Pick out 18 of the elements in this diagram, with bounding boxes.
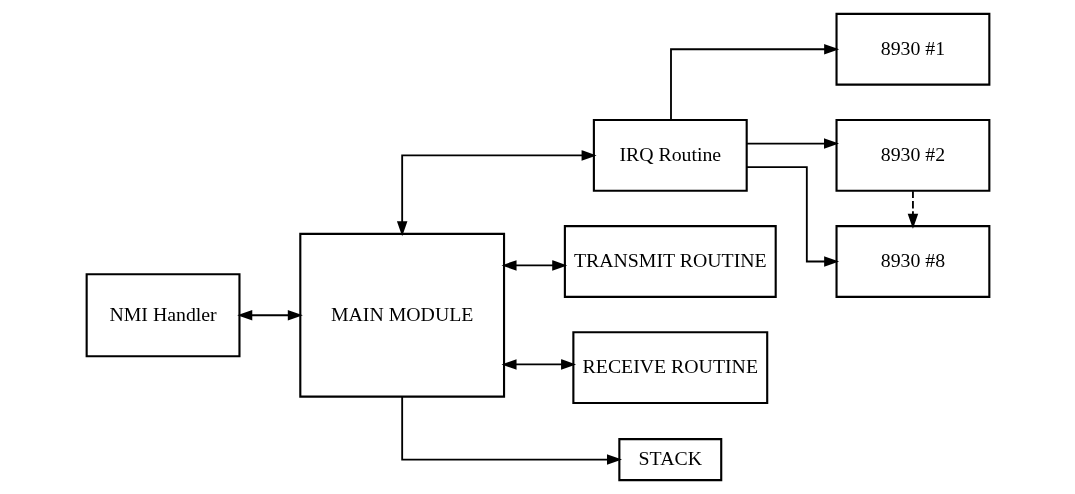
node-box: 8930 #1 (835, 12, 990, 86)
arrow (745, 166, 839, 267)
arrow (669, 44, 839, 121)
arrow (400, 395, 622, 465)
arrow (501, 260, 567, 271)
node-box: TRANSMIT ROUTINE (563, 225, 777, 298)
node-box: STACK (617, 438, 722, 482)
arrow (907, 190, 918, 229)
arrow (745, 138, 839, 149)
node-box: RECEIVE ROUTINE (571, 331, 768, 405)
arrow (396, 150, 597, 237)
node-box: NMI Handler (85, 273, 240, 358)
arrow (501, 359, 576, 370)
node-box: 8930 #8 (835, 225, 990, 298)
node-box: 8930 #2 (835, 118, 990, 192)
node-box: IRQ Routine (592, 118, 748, 192)
node-box: MAIN MODULE (298, 232, 505, 398)
arrow (236, 310, 303, 321)
